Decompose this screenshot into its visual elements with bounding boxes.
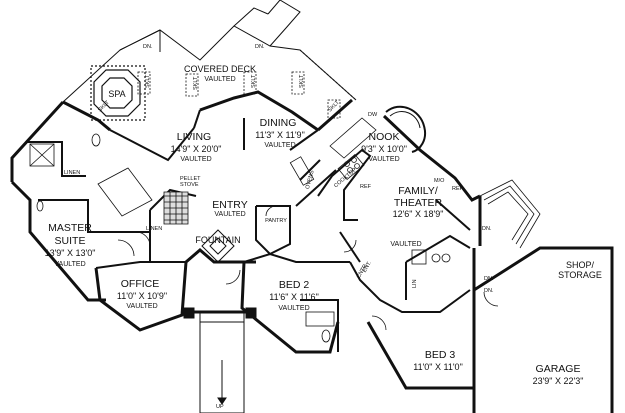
bed2-note: VAULTED (278, 305, 309, 312)
ent-label: ENT. (362, 260, 373, 274)
garage-steps (479, 179, 541, 249)
covered-deck-label: COVERED DECK (184, 64, 256, 74)
linen-label: LINEN (64, 170, 80, 176)
family-note: VAULTED (390, 241, 421, 248)
family-label: FAMILY/ (398, 185, 438, 197)
nook-note: VAULTED (368, 156, 399, 163)
down-label-garage-2: DN. (484, 288, 494, 294)
down-label-deck-right: DN. (255, 44, 265, 50)
bed3-size: 11'0" X 11'0" (413, 362, 463, 372)
nook-label: NOOK (369, 131, 400, 143)
door-swings (117, 205, 499, 331)
ref-label: REF (360, 184, 372, 190)
skylight-label-3: SKLT (251, 74, 257, 88)
dw-label: DW (368, 112, 378, 118)
ovens-label: OVENS (305, 169, 316, 189)
skylight-label-4: SKLT (299, 74, 305, 88)
garage-label: GARAGE (536, 363, 581, 375)
dining-label: DINING (260, 117, 297, 129)
room-labels: COVERED DECK VAULTED SPA LIVING 14'9" X … (45, 64, 602, 386)
front-walkway (183, 307, 257, 413)
covered-deck-note: VAULTED (204, 76, 235, 83)
theater-label: THEATER (394, 197, 443, 209)
dining-size: 11'3" X 11'9" (255, 130, 305, 140)
garage-size: 23'9" X 22'3" (533, 376, 584, 386)
office-size: 11'0" X 10'9" (117, 291, 167, 301)
linen-label-2: LINEN (146, 226, 162, 232)
dining-note: VAULTED (264, 142, 295, 149)
spa-tub (90, 65, 146, 121)
bath-fixtures (29, 133, 451, 343)
living-size: 14'9" X 20'0" (171, 144, 222, 154)
living-note: VAULTED (180, 156, 211, 163)
down-label-deck-left: DN. (143, 44, 153, 50)
stove-label: STOVE (180, 182, 199, 188)
pellet-stove (97, 167, 189, 225)
shop-label: SHOP/ (566, 260, 595, 270)
down-label-garage-1: DN. (484, 276, 494, 282)
mo-label: M/O (434, 178, 445, 184)
entry-label: ENTRY (212, 199, 247, 211)
nook-bay-window (385, 105, 426, 153)
spa-label: SPA (108, 89, 125, 99)
nook-size: 9'3" X 10'0" (361, 144, 407, 154)
kitchen-counters (289, 117, 377, 186)
living-label: LIVING (177, 131, 211, 143)
bed3-label: BED 3 (425, 349, 456, 361)
master-label: MASTER (48, 222, 92, 234)
bed2-size: 11'6" X 11'6" (269, 292, 319, 302)
master-note: VAULTED (54, 261, 85, 268)
exterior-walls (10, 90, 614, 413)
entry-note: VAULTED (214, 211, 245, 218)
office-note: VAULTED (126, 303, 157, 310)
family-size: 12'6" X 18'9" (393, 209, 444, 219)
up-label: UP (216, 404, 224, 410)
skylight-label-1: SKLT (145, 74, 151, 88)
skylights (137, 71, 341, 119)
storage-label: STORAGE (558, 270, 602, 280)
ref-label-2: REF (452, 186, 464, 192)
down-label-family: DN. (482, 226, 492, 232)
bed2-label: BED 2 (279, 279, 310, 291)
cooktop-label: COOKTOP (333, 167, 358, 189)
fountain-label: FOUNTAIN (195, 235, 240, 245)
interior-walls (26, 109, 471, 352)
skylight-label-2: SKLT (193, 76, 199, 90)
pellet-label: PELLET (180, 176, 201, 182)
pantry-label: PANTRY (265, 218, 287, 224)
deck-rails (62, 0, 357, 103)
fountain-feature (201, 229, 235, 263)
suite-label: SUITE (55, 235, 86, 247)
office-label: OFFICE (121, 278, 160, 290)
lin-label: LIN (412, 279, 418, 288)
master-size: 13'9" X 13'0" (45, 248, 96, 258)
